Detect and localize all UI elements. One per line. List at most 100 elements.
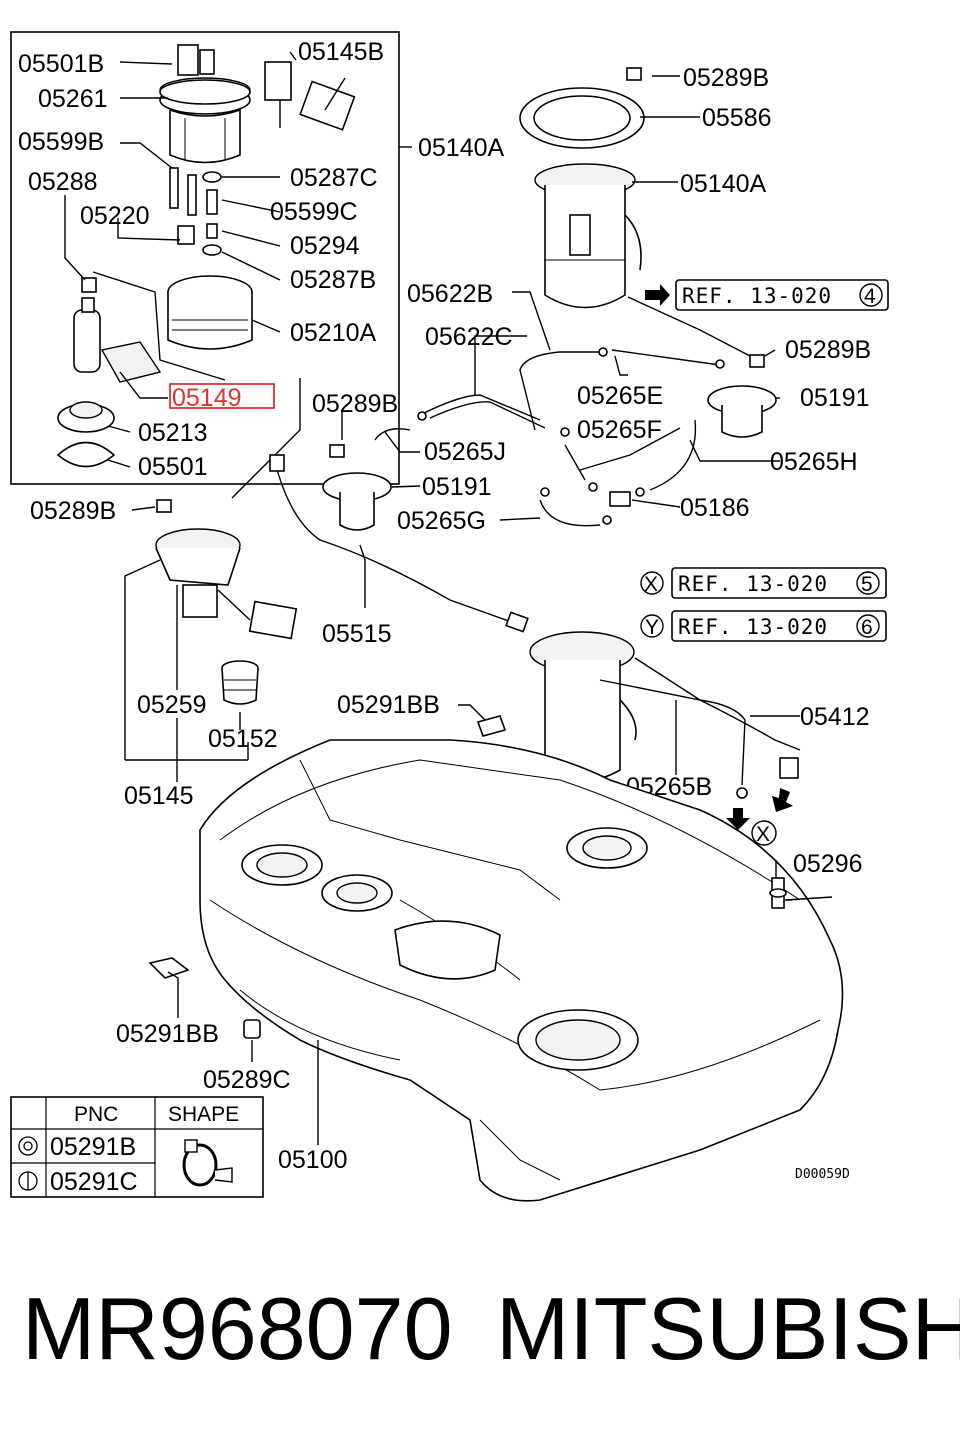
sender-unit-05191-right [707,385,777,438]
ref6-marker: Y [645,616,659,639]
label-05259: 05259 [137,691,207,719]
label-05191-left: 05191 [422,473,492,501]
label-05265g: 05265G [397,507,486,535]
table-row-05291b: 05291B [50,1133,136,1161]
ref4-num: 4 [864,285,876,308]
highlight-box-05149 [169,383,275,409]
ref5-marker: X [644,573,658,596]
clip-05291bb-top-part [476,715,507,737]
label-05291bb-left: 05291BB [116,1020,219,1048]
ref4-arrow-icon [645,284,670,306]
label-05140a-inset: 05140A [418,134,505,162]
pnc-shape-table: PNC SHAPE 05291B 05291C [10,1096,264,1198]
label-05515: 05515 [322,620,392,648]
pump-module-inset-box [10,31,400,485]
subtank-leaders [124,378,301,782]
nut-05289b-mid [749,354,765,368]
hose-05265b-part [599,679,748,799]
nut-05289b-left [329,444,345,458]
oring-05287c [202,171,222,183]
symbol-circle-bar-icon [18,1171,38,1191]
ref5-row: X REF. 13-020 5 [640,567,887,599]
label-05265j: 05265J [424,438,506,466]
grommet-05288 [81,277,97,293]
pump-seal-ring-part [159,79,251,105]
tube-05599b-left [169,167,179,209]
pump-module-assembly-part [534,163,642,309]
label-05289c: 05289C [203,1066,291,1094]
ref6-row: Y REF. 13-020 6 [640,610,887,642]
transfer-pipe-05515-part [269,454,529,633]
subtank-pump-05259-part [155,528,298,640]
label-05287b: 05287B [290,266,376,294]
pump-bracket-part [57,401,115,433]
arrow-down-y-icon [726,808,750,830]
strainer-05152-part [221,660,259,705]
label-05586: 05586 [702,104,772,132]
label-05294: 05294 [290,232,360,260]
label-05412: 05412 [800,703,870,731]
marker-x-circle: X [751,820,777,846]
label-05296: 05296 [793,850,863,878]
hose-leaders [341,291,780,521]
lock-ring-part [519,87,645,149]
center-leaders [675,700,800,775]
main-pump-module-part [529,631,637,782]
ref4-text: REF. 13-020 [682,284,832,308]
label-05145b: 05145B [298,38,384,66]
label-05622c: 05622C [425,323,513,351]
fuel-gauge-sender-part [264,61,356,131]
part-number-caption: MR968070 [22,1279,453,1378]
label-05220: 05220 [80,202,150,230]
label-05261: 05261 [38,85,108,113]
upper-right-leaders [627,75,776,357]
label-05210a: 05210A [290,319,377,347]
label-05599b: 05599B [18,128,104,156]
label-05622b: 05622B [407,280,493,308]
label-05599c: 05599C [270,198,358,226]
oring-05287b [202,244,222,256]
inset-leader-lines [64,51,346,468]
tube-05599b-right [187,174,197,216]
label-05287c: 05287C [290,164,378,192]
label-05288: 05288 [28,168,98,196]
label-05501: 05501 [138,453,208,481]
fuel-filter-part [167,275,253,350]
label-05149: 05149 [172,384,242,412]
table-header-pnc: PNC [74,1103,118,1126]
pump-housing-part [169,108,241,164]
label-05265h: 05265H [770,448,858,476]
label-05191-right: 05191 [800,384,870,412]
sender-unit-05191-left [322,472,392,531]
ref5-num: 5 [861,573,873,596]
label-05140a: 05140A [680,170,767,198]
label-05145: 05145 [124,782,194,810]
label-05289b-mid: 05289B [785,336,871,364]
label-05100: 05100 [278,1146,348,1174]
fuel-tank-part [199,739,844,1202]
marker-x-text: X [756,823,770,846]
clip-ring-part [56,441,116,468]
symbol-double-circle-icon [18,1136,38,1156]
return-hose-05412-part [634,657,801,779]
fitting-05296-part [769,877,787,909]
grommet-05289c-part [243,1019,261,1039]
fuel-hoses-part [374,347,725,527]
hose-clamp-shape-icon [182,1139,233,1187]
pipe-05599c [206,189,218,215]
filter-valve-05186-part [609,491,631,507]
arrow-down-x-icon [772,788,793,812]
ref4-box: REF. 13-020 4 [675,279,889,311]
ref6-text: REF. 13-020 [678,615,828,639]
nut-05289b-lower [156,499,172,513]
leader-05515 [359,544,366,608]
label-05265e: 05265E [577,382,663,410]
brand-caption: MITSUBISHI [496,1279,960,1378]
label-05289b-left: 05289B [312,390,398,418]
pin-05294 [206,223,218,239]
label-05152: 05152 [208,725,278,753]
nut-05289b-top [626,67,642,81]
label-05186: 05186 [680,494,750,522]
label-05289b-lower: 05289B [30,497,116,525]
